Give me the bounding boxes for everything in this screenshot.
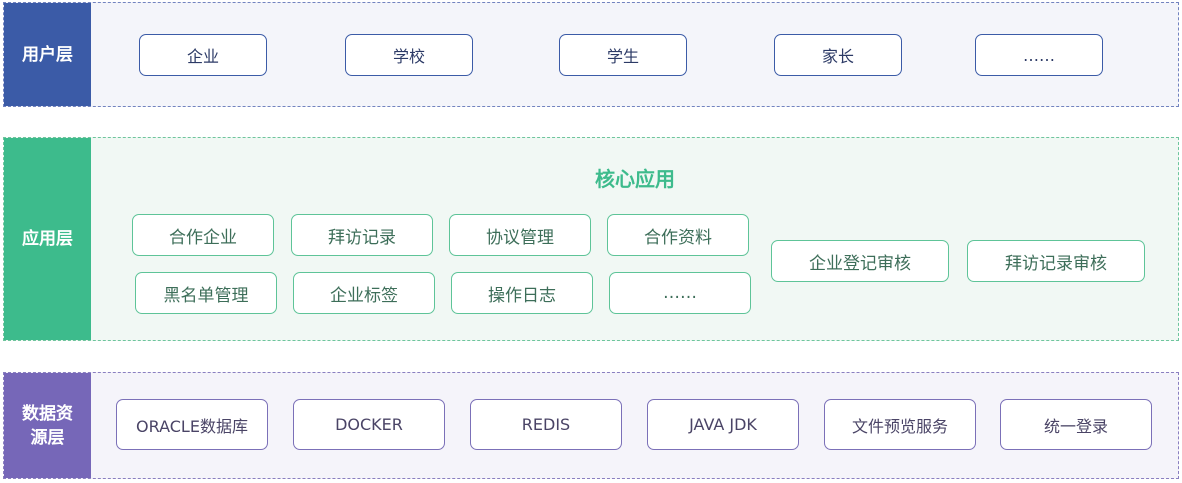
user-item-parent: 家长: [774, 34, 902, 76]
data-item-redis: REDIS: [470, 399, 622, 450]
user-item-student: 学生: [559, 34, 687, 76]
data-item-unified-login: 统一登录: [1000, 399, 1152, 450]
app-item-agreement-management: 协议管理: [449, 214, 591, 256]
core-app-title: 核心应用: [595, 167, 675, 191]
data-item-oracle: ORACLE数据库: [116, 399, 268, 450]
user-item-more: ……: [975, 34, 1103, 76]
data-item-java-jdk: JAVA JDK: [647, 399, 799, 450]
data-layer-label: 数据资源层: [4, 373, 91, 478]
app-item-cooperation-materials: 合作资料: [607, 214, 749, 256]
user-item-school: 学校: [345, 34, 473, 76]
app-item-operation-log: 操作日志: [451, 272, 593, 314]
app-item-visit-record: 拜访记录: [291, 214, 433, 256]
app-item-enterprise-tags: 企业标签: [293, 272, 435, 314]
app-item-blacklist-management: 黑名单管理: [135, 272, 277, 314]
app-item-partner-enterprise: 合作企业: [132, 214, 274, 256]
app-item-more: ……: [609, 272, 751, 314]
app-layer: 应用层 核心应用 合作企业 拜访记录 协议管理 合作资料 黑名单管理 企业标签 …: [3, 137, 1179, 341]
user-item-enterprise: 企业: [139, 34, 267, 76]
app-item-visit-record-review: 拜访记录审核: [967, 240, 1145, 282]
user-layer-label: 用户层: [4, 3, 91, 106]
data-layer: 数据资源层 ORACLE数据库 DOCKER REDIS JAVA JDK 文件…: [3, 372, 1179, 479]
app-layer-label: 应用层: [4, 138, 91, 340]
user-layer: 用户层 企业 学校 学生 家长 ……: [3, 2, 1179, 107]
data-item-docker: DOCKER: [293, 399, 445, 450]
app-item-enterprise-registration-review: 企业登记审核: [771, 240, 949, 282]
data-item-file-preview-service: 文件预览服务: [824, 399, 976, 450]
